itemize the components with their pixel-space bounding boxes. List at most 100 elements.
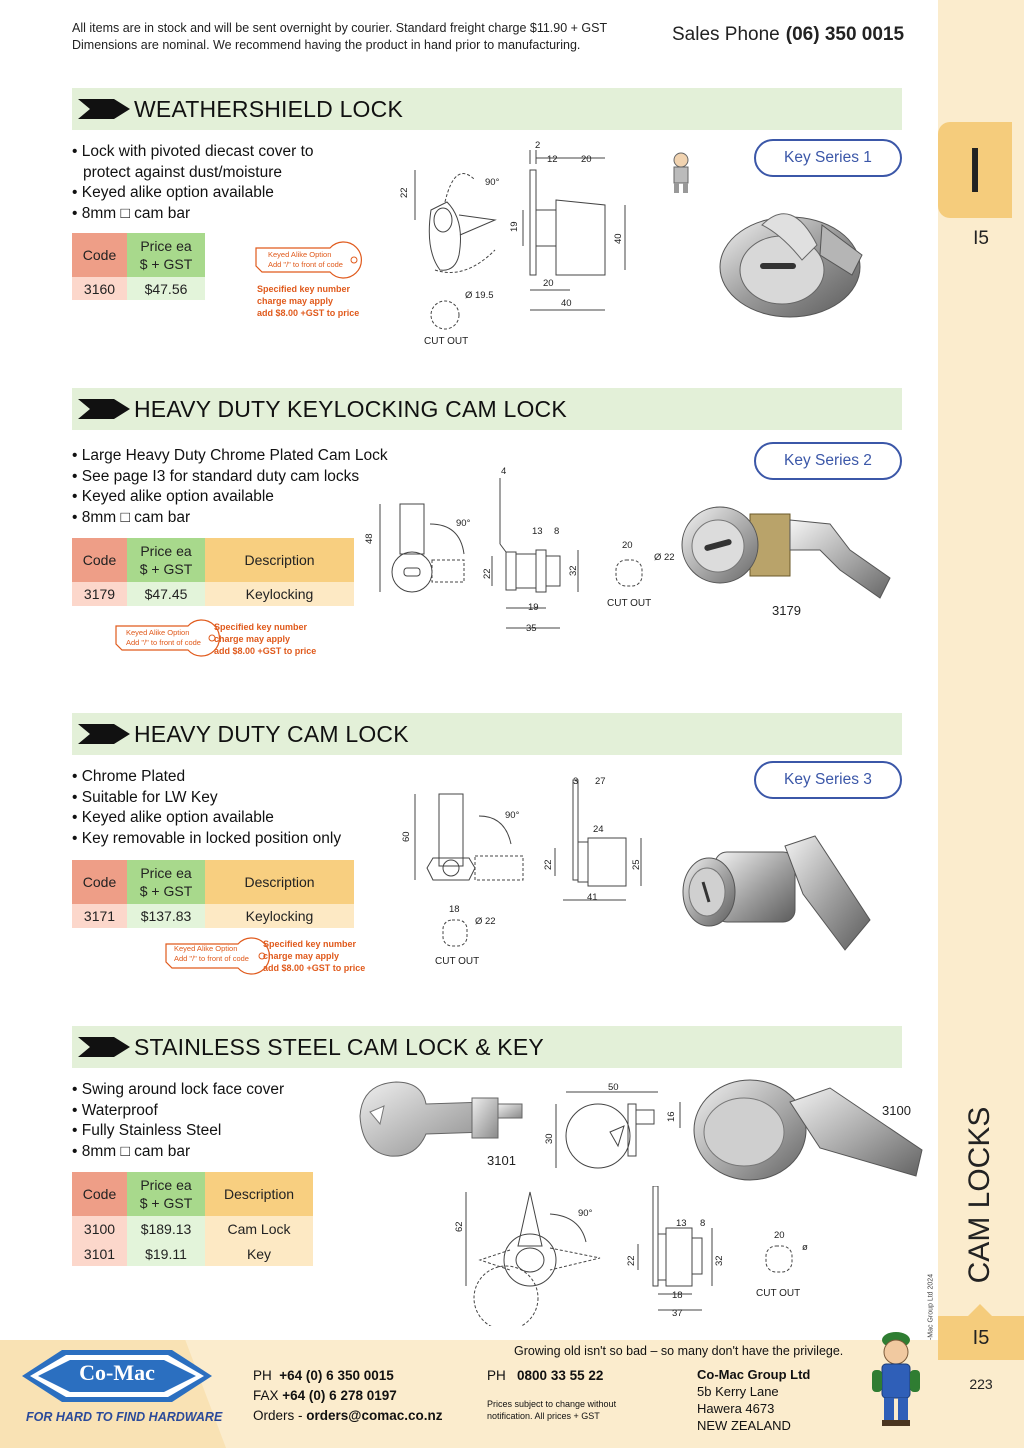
- spec-line: charge may apply: [263, 951, 340, 961]
- dim-label: 37: [672, 1308, 683, 1319]
- code-cell: 3101: [72, 1241, 127, 1266]
- dim-label: 19: [509, 221, 520, 232]
- dim-label: 12: [547, 154, 558, 165]
- spec-line: add $8.00 +GST to price: [214, 646, 317, 656]
- column-header: Code: [72, 538, 127, 582]
- stainless-technical-drawing: 62 90° 2 13 8 22 32 18 37 20 ø 22: [454, 1186, 810, 1326]
- dim-label: 22: [626, 1255, 637, 1266]
- key-series-3-button[interactable]: Key Series 3: [754, 761, 902, 799]
- list-item: Suitable for LW Key: [72, 788, 341, 809]
- price-table: Code Price ea$ + GST Description 3100 $1…: [72, 1172, 313, 1266]
- price-cell: $189.13: [127, 1216, 205, 1241]
- section-header-heavy-duty-keylocking: HEAVY DUTY KEYLOCKING CAM LOCK: [72, 388, 902, 430]
- keyed-alike-key: Keyed Alike Option Add "/" to front of c…: [112, 618, 222, 658]
- cutout-label: CUT OUT: [607, 598, 652, 609]
- dim-label: 18: [449, 904, 460, 915]
- key-outline-icon: [115, 619, 220, 657]
- keylocking-cam-lock-photo: [681, 506, 891, 599]
- dim-label: 20: [543, 278, 554, 289]
- table-row: 3101 $19.11 Key: [72, 1241, 313, 1266]
- description-cell: Key: [205, 1241, 313, 1266]
- keyed-note-line: Add "/" to front of code: [126, 638, 201, 647]
- price-cell: $47.56: [127, 277, 205, 300]
- mascot-icon: [872, 1332, 920, 1426]
- list-item: 8mm □ cam bar: [72, 508, 388, 529]
- page-tab-label: I5: [972, 1326, 990, 1349]
- keyed-note-line: Keyed Alike Option: [268, 250, 332, 259]
- dim-label: 90°: [456, 518, 471, 529]
- header-line: $ + GST: [139, 883, 193, 899]
- phone-number[interactable]: +64 (0) 6 350 0015: [279, 1368, 394, 1383]
- key-series-2-button[interactable]: Key Series 2: [754, 442, 902, 480]
- list-item: Chrome Plated: [72, 767, 341, 788]
- header-line: $ + GST: [139, 561, 193, 577]
- stainless-cam-lock-photo: [693, 1079, 923, 1181]
- list-item: Keyed alike option available: [72, 808, 341, 829]
- key-outline-icon: [165, 937, 270, 975]
- section-letter: I: [966, 134, 984, 206]
- orders-label: Orders -: [253, 1408, 303, 1423]
- list-item: Fully Stainless Steel: [72, 1121, 284, 1142]
- comac-logo[interactable]: [22, 1346, 212, 1406]
- dim-label: Ø 22: [475, 916, 496, 927]
- spec-line: Specified key number: [263, 939, 357, 949]
- orders-email-link[interactable]: orders@comac.co.nz: [306, 1408, 443, 1423]
- list-item: Large Heavy Duty Chrome Plated Cam Lock: [72, 446, 388, 467]
- description-cell: Keylocking: [205, 904, 354, 928]
- list-item: Keyed alike option available: [72, 183, 314, 204]
- address-line: 5b Kerry Lane: [697, 1384, 779, 1399]
- table-row: 3100 $189.13 Cam Lock: [72, 1216, 313, 1241]
- feature-list: Large Heavy Duty Chrome Plated Cam Lock …: [72, 446, 388, 529]
- list-item: protect against dust/moisture: [83, 163, 283, 181]
- code-cell: 3160: [72, 277, 127, 300]
- arrow-icon: [78, 724, 130, 744]
- spec-line: add $8.00 +GST to price: [263, 963, 366, 973]
- keyed-note-line: Keyed Alike Option: [174, 944, 238, 953]
- description-cell: Keylocking: [205, 582, 354, 606]
- dim-label: 13: [532, 526, 543, 537]
- table-row: 3179 $47.45 Keylocking: [72, 582, 354, 606]
- arrow-icon: [78, 1037, 130, 1057]
- contact-block: PH +64 (0) 6 350 0015 FAX +64 (0) 6 278 …: [253, 1366, 443, 1426]
- arrow-icon: [78, 399, 130, 419]
- code-cell: 3171: [72, 904, 127, 928]
- list-item: 8mm □ cam bar: [72, 1142, 284, 1163]
- dim-label: 3: [573, 776, 578, 787]
- column-header: Code: [72, 1172, 127, 1216]
- column-header: Description: [205, 538, 354, 582]
- dim-label: 90°: [485, 177, 500, 188]
- list-item: Lock with pivoted diecast cover to: [72, 142, 314, 163]
- dim-label: 4: [501, 466, 506, 477]
- freephone-block: PH 0800 33 55 22: [487, 1366, 603, 1386]
- pricing-note: Prices subject to change without notific…: [487, 1398, 616, 1422]
- dim-label: 18: [672, 1290, 683, 1301]
- company-name: Co-Mac Group Ltd: [697, 1367, 811, 1382]
- freephone-number[interactable]: 0800 33 55 22: [517, 1368, 604, 1383]
- list-item: 8mm □ cam bar: [72, 204, 314, 225]
- cutout-label: CUT OUT: [424, 336, 469, 347]
- column-header: Description: [205, 1172, 313, 1216]
- list-item: See page I3 for standard duty cam locks: [72, 467, 388, 488]
- fax-number[interactable]: +64 (0) 6 278 0197: [282, 1388, 397, 1403]
- section-header-stainless-steel: STAINLESS STEEL CAM LOCK & KEY: [72, 1026, 902, 1068]
- list-item: Key removable in locked position only: [72, 829, 341, 850]
- key-series-1-button[interactable]: Key Series 1: [754, 139, 902, 177]
- dim-label: 90°: [578, 1208, 593, 1219]
- section-title: HEAVY DUTY CAM LOCK: [134, 720, 409, 747]
- weathershield-lock-photo: [719, 213, 863, 318]
- sales-number[interactable]: (06) 350 0015: [785, 24, 905, 45]
- header-line: $ + GST: [139, 256, 193, 272]
- dim-label: 16: [666, 1111, 677, 1122]
- feature-list: Swing around lock face cover Waterproof …: [72, 1080, 284, 1163]
- code-cell: 3179: [72, 582, 127, 606]
- list-item: Swing around lock face cover: [72, 1080, 284, 1101]
- code-cell: 3100: [72, 1216, 127, 1241]
- section-title: STAINLESS STEEL CAM LOCK & KEY: [134, 1033, 544, 1060]
- cutout-label: CUT OUT: [756, 1288, 801, 1299]
- dim-label: 30: [544, 1133, 555, 1144]
- dim-label: 25: [631, 859, 642, 870]
- heavy-duty-cam-lock-photo: [682, 835, 871, 951]
- dim-label: 20: [581, 154, 592, 165]
- address-line: NEW ZEALAND: [697, 1418, 791, 1433]
- logo-text: Co-Mac: [79, 1360, 155, 1385]
